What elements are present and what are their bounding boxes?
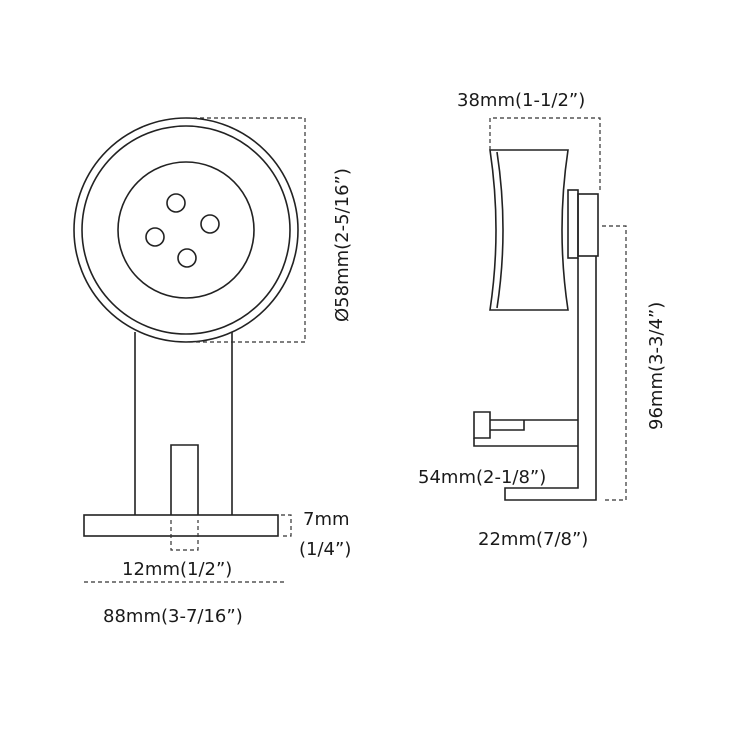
bracket-depth-label: 54mm(2-1/8”) xyxy=(418,467,546,488)
base-plate xyxy=(83,514,279,537)
bolt-hole-top xyxy=(166,193,186,213)
wheel-profile xyxy=(489,149,569,311)
height-label: 96mm(3-3/4”) xyxy=(646,302,667,430)
bolt-hole-right xyxy=(200,214,220,234)
wheel-diameter-label: Ø58mm(2-5/16”) xyxy=(332,168,353,322)
axle-nut xyxy=(577,193,599,257)
stem-slot xyxy=(170,444,199,515)
wheel-outer-rim xyxy=(73,117,299,343)
base-depth-label: 22mm(7/8”) xyxy=(478,529,588,550)
base-width-label: 88mm(3-7/16”) xyxy=(103,606,243,627)
axle-bushing xyxy=(567,189,579,259)
bolt-hole-left xyxy=(145,227,165,247)
base-thickness-bracket xyxy=(281,514,292,537)
wheel-width-label: 38mm(1-1/2”) xyxy=(457,90,585,111)
slot-width-label: 12mm(1/2”) xyxy=(122,559,232,580)
wheel-inner-rim xyxy=(81,125,291,335)
front-view xyxy=(73,117,306,583)
side-view xyxy=(473,117,627,501)
wheel-diameter-extension xyxy=(186,117,306,343)
slot-extension xyxy=(170,520,199,551)
base-thickness-mm-label: 7mm xyxy=(303,509,350,530)
wheel-profile-inner xyxy=(496,151,504,309)
hanger-strap xyxy=(504,256,597,501)
stem xyxy=(134,332,233,515)
wheel-hub xyxy=(117,161,255,299)
base-thickness-in-label: (1/4”) xyxy=(299,539,351,560)
anti-jump-bracket xyxy=(473,411,578,439)
wheel-width-extension xyxy=(489,117,601,190)
bolt-hole-bottom xyxy=(177,248,197,268)
anti-jump-bracket-lower xyxy=(473,438,578,447)
height-extension xyxy=(602,225,627,501)
